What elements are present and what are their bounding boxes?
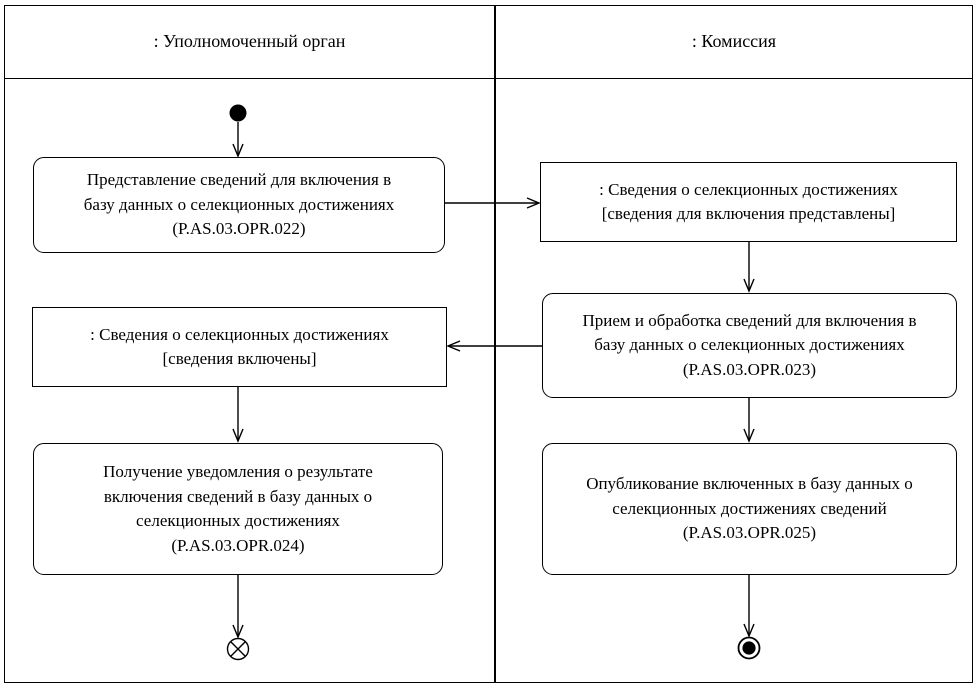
node-text-line: Получение уведомления о результате xyxy=(103,462,373,481)
object-node-data-included: : Сведения о селекционных достижениях [с… xyxy=(32,307,447,387)
node-text-line: [сведения для включения представлены] xyxy=(601,204,896,223)
node-text-line: : Сведения о селекционных достижениях xyxy=(90,324,389,344)
node-text-line: [сведения включены] xyxy=(162,349,317,368)
activity-box-opr025: Опубликование включенных в базу данных о… xyxy=(542,443,957,575)
lane-header-commission: : Комиссия xyxy=(495,5,973,79)
node-text-line: Прием и обработка сведений для включения… xyxy=(582,310,917,330)
node-text-line: (P.AS.03.OPR.023) xyxy=(682,359,817,379)
lane-title-authorized-body: : Уполномоченный орган xyxy=(153,31,346,51)
node-text-line: (P.AS.03.OPR.022) xyxy=(172,219,306,239)
node-text-line: базу данных о селекционных достижениях xyxy=(83,194,395,214)
node-text-line: селекционных достижениях сведений xyxy=(612,498,887,518)
diagram-border xyxy=(4,5,973,683)
lane-header-authorized-body: : Уполномоченный орган xyxy=(4,5,495,79)
node-text-line: : Сведения о селекционных достижениях xyxy=(599,179,898,199)
activity-box-opr022: Представление сведений для включения в б… xyxy=(33,157,445,253)
activity-box-opr024: Получение уведомления о результате включ… xyxy=(33,443,443,575)
node-text-line: селекционных достижениях xyxy=(136,511,340,530)
node-text-line: базу данных о селекционных достижениях xyxy=(594,335,905,355)
object-node-data-submitted: : Сведения о селекционных достижениях [с… xyxy=(540,162,957,242)
node-text-line: включения сведений в базу данных о xyxy=(103,486,373,506)
activity-box-opr023: Прием и обработка сведений для включения… xyxy=(542,293,957,398)
node-text-line: Представление сведений для включения в xyxy=(86,170,392,190)
node-text-line: (P.AS.03.OPR.025) xyxy=(682,523,817,543)
node-text-line: Опубликование включенных в базу данных о xyxy=(586,474,913,494)
lane-divider xyxy=(494,5,496,683)
lane-title-commission: : Комиссия xyxy=(691,31,777,51)
node-text-line: (P.AS.03.OPR.024) xyxy=(171,535,305,555)
